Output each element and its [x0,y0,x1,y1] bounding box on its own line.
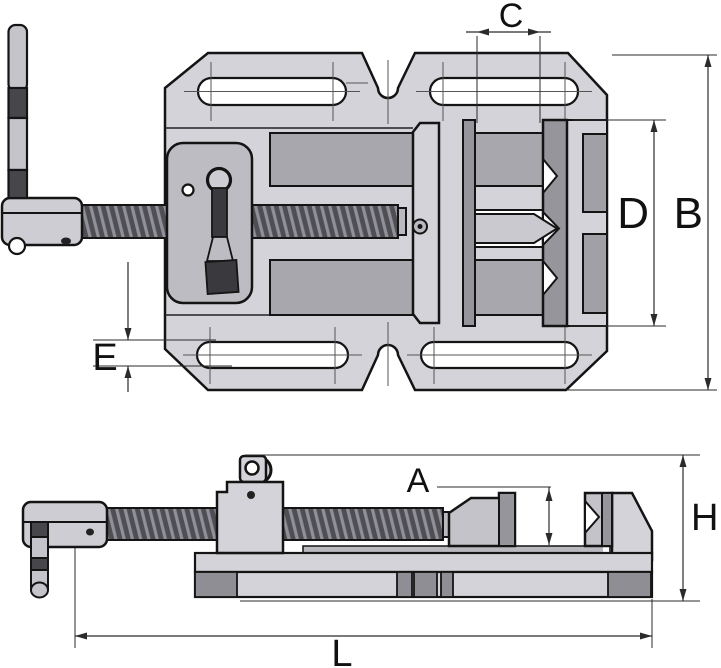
carrier-hole [181,183,195,197]
fixed-jaw-side [583,491,614,548]
dimension-A [437,486,553,545]
dimension-H [240,454,700,602]
dimension-L [74,548,653,648]
guide-rail-lower-left [269,259,414,316]
arrowhead [124,328,132,340]
handle-rod-side [30,521,49,599]
screw-retainer-pin-center [417,224,423,229]
arrowhead [545,489,553,501]
movable-jaw-face-side [498,492,516,547]
arrowhead [679,589,687,601]
dimension-C [466,28,551,123]
screw-support-block [215,454,285,555]
dim-label-H: H [691,497,718,539]
dim-label-B: B [674,189,703,238]
screw-spear-tip [474,213,559,244]
side-view: H A L [21,454,718,668]
handle-segment [7,116,29,172]
handle-rod-plan [7,23,29,200]
base-end-block [610,491,654,562]
guide-rail-lower-right [474,259,544,316]
dim-label-D: D [617,189,649,238]
arrowhead [477,28,489,36]
eye-hole [244,460,260,476]
prism-notch-upper [542,156,559,196]
tslot-block [194,571,238,598]
lead-screw-tip-plan [397,207,407,236]
dim-label-E: E [92,337,117,379]
tslot-block [413,571,438,598]
arrowhead [124,366,132,378]
base-upper-slab [193,551,654,574]
arrowhead [650,120,658,132]
fixed-jaw-plan [474,118,608,328]
prism-notch-side [584,498,601,536]
hub-pin-side [86,528,94,536]
hub-pin-plan [61,237,71,245]
arrowhead [545,533,553,545]
tslot-block [607,571,652,598]
carrier-plate [165,141,254,305]
end-block-lower [582,233,608,314]
handle-segment [7,23,29,93]
end-block-upper [582,133,608,213]
base-tslot-blocks [194,571,652,598]
arrowhead [528,28,540,36]
arrowhead [75,632,87,640]
movable-jaw-side [447,491,517,548]
arrowhead [640,632,652,640]
handle-band [7,168,29,200]
guide-rail-upper-right [474,132,544,187]
tslot-block [396,571,413,598]
arrowhead [679,455,687,467]
prism-notch-lower [542,258,559,298]
arrowhead [650,314,658,326]
support-block-body [215,480,285,555]
screw-hub-plan [0,196,84,247]
handle-segment [30,536,49,559]
dimension-E [93,262,232,392]
arrowhead [704,55,712,67]
lead-screw-side-right [282,507,444,541]
handle-band [30,521,49,538]
lock-lever-shaft [211,187,228,238]
handle-band [30,557,49,571]
movable-jaw-face-plate [462,119,476,327]
dim-label-A: A [407,462,430,500]
movable-jaw-plan [411,119,476,327]
hub-end-cap-plan [7,236,27,256]
dimension-B [566,54,717,391]
fixed-jaw-back-strip [601,492,613,547]
handle-end-cap [30,581,49,599]
dim-label-L: L [331,633,352,668]
dim-label-C: C [499,0,524,35]
guide-rail-upper-left [269,132,414,187]
lock-lever-grip [204,258,240,296]
lead-screw-side-left [106,507,218,541]
deck-notch [603,547,609,552]
tslot-block [440,571,454,598]
support-block-pin [247,491,255,499]
handle-band [7,86,29,120]
top-view: C B D E [0,0,717,392]
centerlines [183,60,592,386]
dimension-D [570,119,666,327]
arrowhead [704,378,712,390]
